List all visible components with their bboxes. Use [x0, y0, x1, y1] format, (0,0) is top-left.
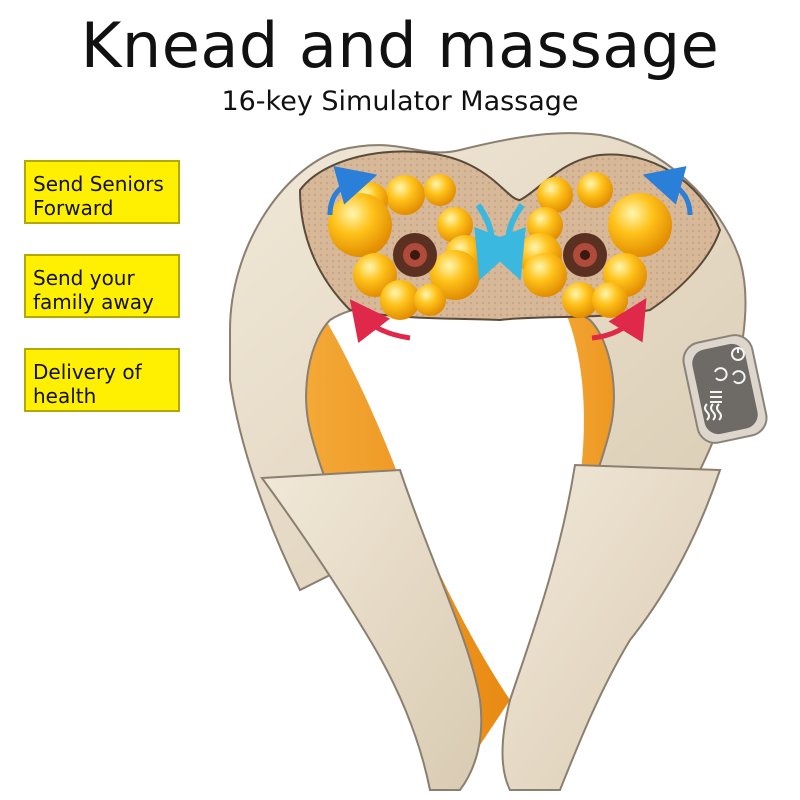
- right-massage-nodes: [518, 172, 672, 318]
- page-subtitle: 16-key Simulator Massage: [221, 86, 579, 117]
- feature-tag-line: Send your: [33, 266, 135, 290]
- left-massage-nodes: [328, 174, 485, 320]
- page-title: Knead and massage: [80, 9, 720, 82]
- feature-tag-line: family away: [33, 290, 154, 314]
- power-icon: [731, 347, 745, 361]
- arrow-cyan-right: [480, 203, 526, 281]
- arrow-blue-left: [327, 166, 378, 216]
- feature-tag-line: health: [33, 384, 97, 408]
- feature-tag-line: Send Seniors: [33, 172, 164, 196]
- feature-tag-line: Forward: [33, 196, 114, 220]
- cycle-icon: [714, 367, 728, 382]
- mode-icon: [710, 391, 722, 403]
- arrow-red-left: [349, 299, 411, 344]
- feature-tag-seniors: Send Seniors Forward: [24, 160, 180, 224]
- feature-tag-line: Delivery of: [33, 360, 142, 384]
- left-strap-beige: [260, 468, 483, 791]
- cycle-icon: [732, 370, 746, 385]
- feature-tag-family: Send your family away: [24, 254, 180, 318]
- feature-tag-health: Delivery of health: [24, 348, 180, 412]
- right-strap-beige: [501, 463, 722, 791]
- control-panel: [682, 334, 768, 444]
- arrow-blue-right: [642, 166, 693, 216]
- heat-icon: [704, 403, 722, 421]
- arrow-red-right: [591, 297, 647, 343]
